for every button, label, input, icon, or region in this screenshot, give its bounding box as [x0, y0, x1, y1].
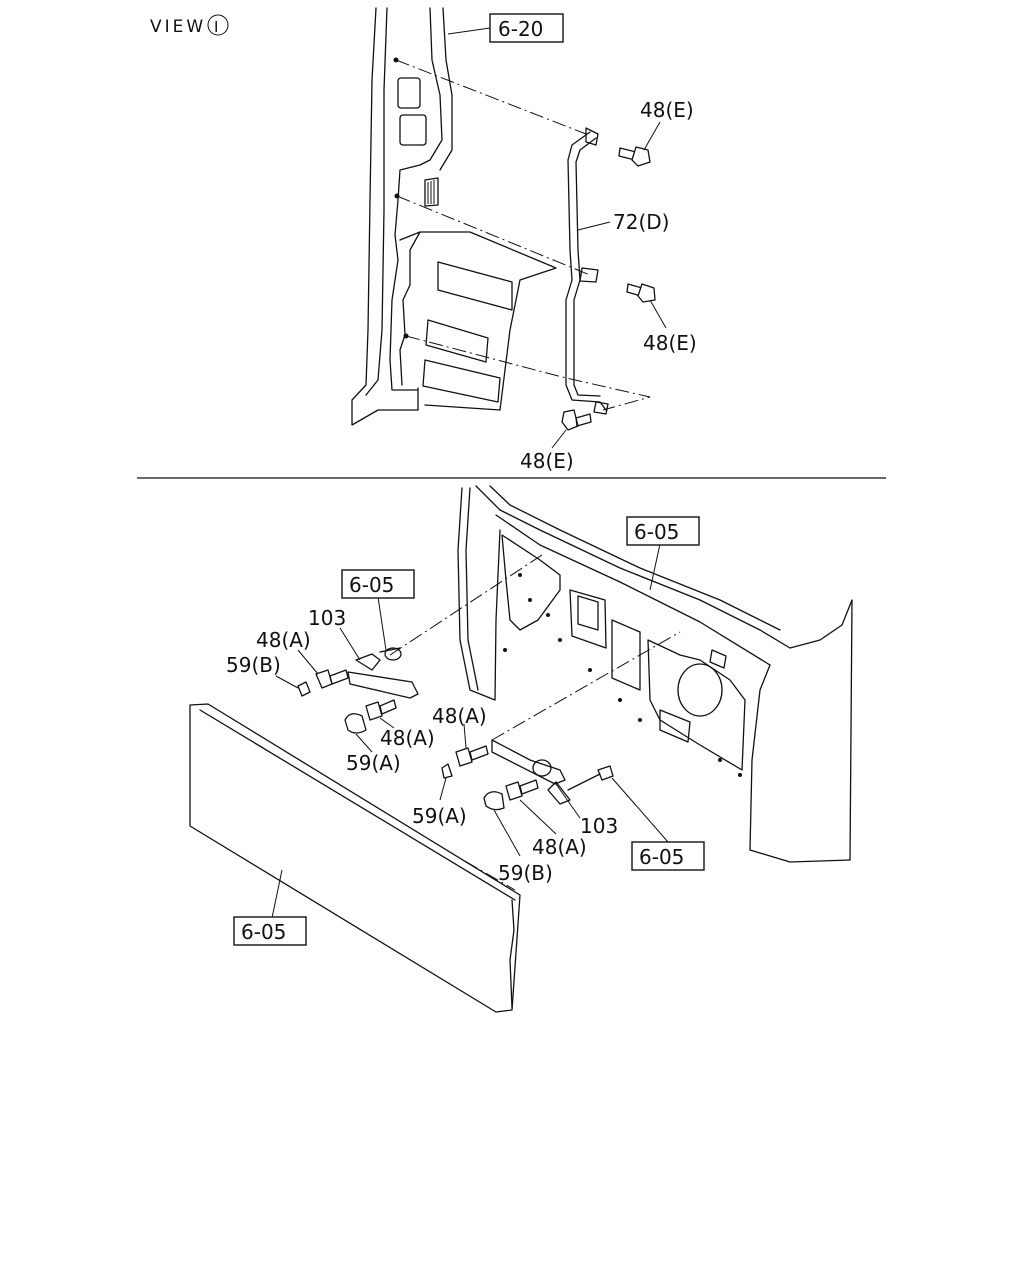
label-48a-left-upper[interactable]: 48(A) [256, 628, 319, 675]
label-59b-right-text: 59(B) [498, 861, 553, 885]
label-59b-left[interactable]: 59(B) [226, 653, 299, 689]
bolt-48a-left-upper[interactable] [315, 669, 349, 689]
ref-6-05-hinge-left-text: 6-05 [349, 573, 394, 597]
top-alignment-lines [395, 59, 651, 411]
label-72d-text: 72(D) [613, 210, 669, 234]
label-59a-right[interactable]: 59(A) [412, 777, 467, 828]
label-48a-right-upper[interactable]: 48(A) [432, 704, 487, 749]
cap-59a-left[interactable] [344, 713, 367, 734]
bolt-48e-lower[interactable] [561, 409, 592, 431]
clip-59b-left[interactable] [297, 681, 311, 697]
label-103-left[interactable]: 103 [308, 606, 361, 661]
ref-box-6-05-lower-panel[interactable]: 6-05 [233, 869, 307, 946]
label-72d[interactable]: 72(D) [577, 210, 669, 234]
cab-pillar-drawing [351, 7, 557, 426]
label-48a-left-lower-text: 48(A) [380, 726, 435, 750]
ref-box-6-05-panel-top[interactable]: 6-05 [626, 516, 700, 591]
label-59b-left-text: 59(B) [226, 653, 281, 677]
bolt-48e-middle[interactable] [626, 283, 656, 303]
label-103-right-text: 103 [580, 814, 618, 838]
ref-6-20-text: 6-20 [498, 17, 543, 41]
label-48a-right-lower-text: 48(A) [532, 835, 587, 859]
ref-6-05-lower-panel-text: 6-05 [241, 920, 286, 944]
ref-box-6-20[interactable]: 6-20 [447, 13, 564, 43]
ref-6-05-panel-top-text: 6-05 [634, 520, 679, 544]
clip-59a-right[interactable] [441, 763, 453, 779]
hinge-103-right[interactable] [491, 739, 571, 805]
bolt-48a-right-lower[interactable] [505, 779, 539, 801]
front-cab-panel [457, 485, 853, 863]
ref-6-05-hinge-right-text: 6-05 [639, 845, 684, 869]
panel-holes [503, 573, 742, 777]
label-48e-upper[interactable]: 48(E) [640, 98, 694, 151]
screw-6-05-right[interactable] [567, 765, 614, 791]
label-103-right[interactable]: 103 [555, 783, 618, 838]
label-59b-right[interactable]: 59(B) [493, 809, 553, 885]
ref-box-6-05-hinge-left[interactable]: 6-05 [341, 569, 415, 651]
ref-box-6-05-hinge-right[interactable]: 6-05 [611, 777, 705, 871]
label-48a-right-lower[interactable]: 48(A) [519, 799, 587, 859]
label-48e-lower-text: 48(E) [520, 449, 574, 473]
label-48e-upper-text: 48(E) [640, 98, 694, 122]
label-59a-left[interactable]: 59(A) [346, 733, 401, 775]
label-103-left-text: 103 [308, 606, 346, 630]
label-48a-right-upper-text: 48(A) [432, 704, 487, 728]
label-48e-middle-text: 48(E) [643, 331, 697, 355]
cap-59b-right[interactable] [483, 791, 505, 811]
label-59a-left-text: 59(A) [346, 751, 401, 775]
view-circle-text: I [214, 18, 218, 36]
label-48a-left-upper-text: 48(A) [256, 628, 311, 652]
label-59a-right-text: 59(A) [412, 804, 467, 828]
bolt-48a-right-upper[interactable] [455, 745, 489, 767]
label-48e-middle[interactable]: 48(E) [643, 299, 697, 355]
lower-front-panel[interactable] [189, 703, 521, 1013]
bolt-48a-left-lower[interactable] [365, 699, 397, 721]
label-48a-left-lower[interactable]: 48(A) [379, 717, 435, 750]
rod-72d[interactable] [565, 127, 609, 415]
view-circle-mark [207, 14, 229, 36]
view-label: VIEW [150, 17, 206, 37]
hinge-103-left[interactable] [347, 647, 419, 699]
bolt-48e-upper[interactable] [618, 146, 651, 167]
view-title: VIEW I [150, 14, 229, 37]
label-48e-lower[interactable]: 48(E) [520, 429, 574, 473]
